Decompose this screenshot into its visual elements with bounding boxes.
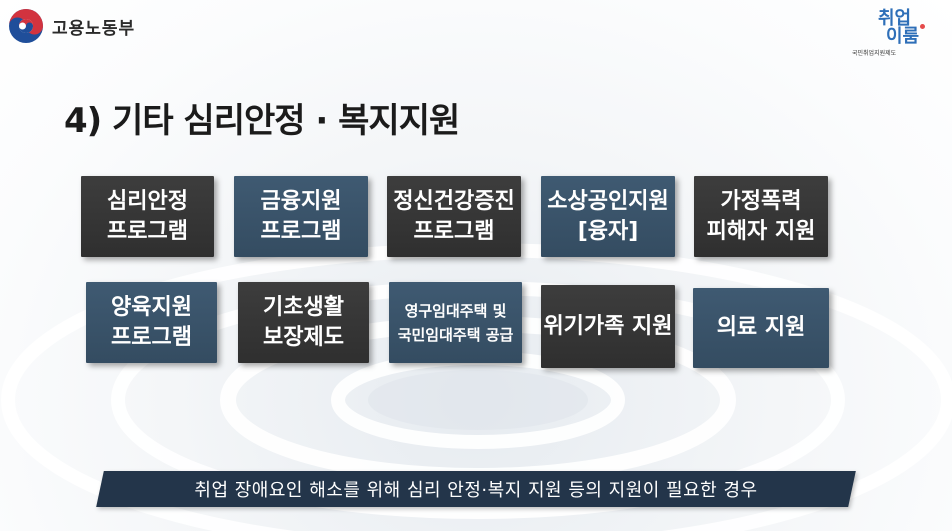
tile-mental-health: 정신건강증진 프로그램 — [387, 176, 521, 257]
tile-childcare-support: 양육지원 프로그램 — [86, 282, 217, 363]
tile-crisis-family: 위기가족 지원 — [541, 285, 675, 368]
ministry-name: 고용노동부 — [52, 18, 136, 39]
brand-dot-icon — [920, 24, 925, 29]
summary-banner-text: 취업 장애요인 해소를 위해 심리 안정·복지 지원 등의 지원이 필요한 경우 — [194, 480, 758, 501]
tile-rental-housing: 영구임대주택 및 국민임대주택 공급 — [389, 282, 522, 363]
tile-financial-support: 금융지원 프로그램 — [234, 176, 368, 257]
brand-logo-line2: 이룸 — [886, 26, 920, 47]
brand-subtitle: 국민취업지원제도 — [852, 50, 897, 57]
tile-basic-livelihood: 기초생활 보장제도 — [238, 282, 369, 363]
taegeuk-emblem-icon — [9, 9, 43, 43]
brand-logo: 취업 이룸 국민취업지원제도 — [852, 4, 932, 60]
brand-logo-line1: 취업 — [878, 8, 912, 29]
tile-small-business-loan: 소상공인지원 [융자] — [541, 176, 675, 257]
ministry-logo: 고용노동부 — [8, 8, 135, 44]
tile-psychological-stability: 심리안정 프로그램 — [81, 176, 214, 257]
tile-domestic-violence: 가정폭력 피해자 지원 — [694, 176, 828, 257]
page-title: 4) 기타 심리안정 · 복지지원 — [64, 101, 460, 141]
tile-medical-support: 의료 지원 — [693, 288, 829, 368]
